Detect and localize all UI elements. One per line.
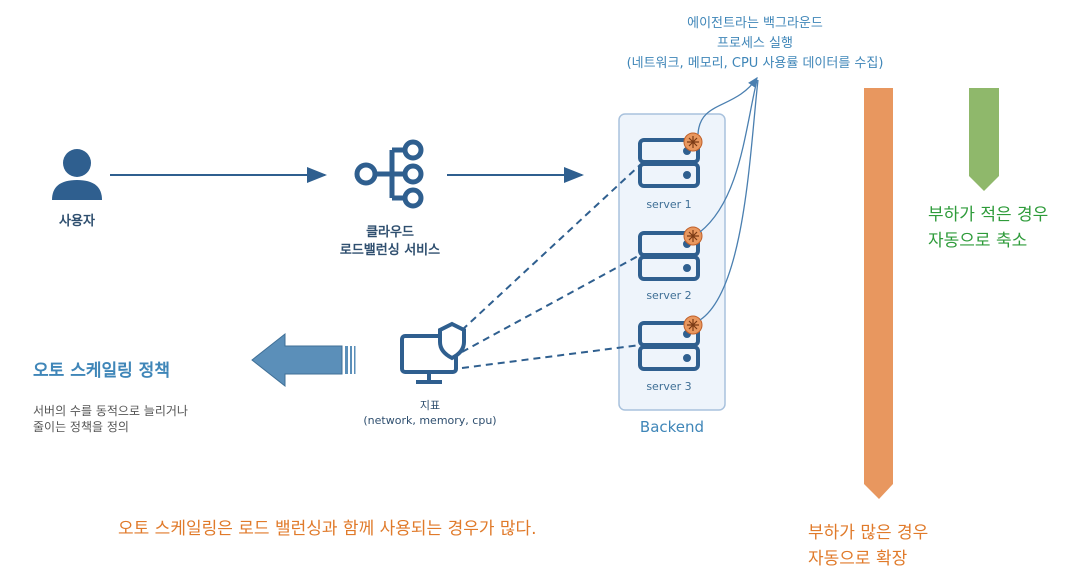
agent-badge-icon xyxy=(683,132,703,152)
metrics-label-line2: (network, memory, cpu) xyxy=(363,414,497,427)
agent-curve-2 xyxy=(699,79,758,233)
server-3-label: server 3 xyxy=(646,380,692,393)
load-balancer-icon xyxy=(354,139,424,209)
policy-desc-line1: 서버의 수를 동적으로 늘리거나 xyxy=(33,404,188,418)
backend-label: Backend xyxy=(639,418,705,436)
server-1-icon xyxy=(638,138,700,188)
scale-in-line1: 부하가 적은 경우 xyxy=(928,205,1049,225)
metric-line-1 xyxy=(461,164,641,331)
monitor-shield-icon xyxy=(400,321,466,384)
user-label: 사용자 xyxy=(59,214,95,229)
agent-note-line2: 프로세스 실행 xyxy=(717,36,793,51)
agent-note-line3: (네트워크, 메모리, CPU 사용률 데이터를 수집) xyxy=(626,56,884,71)
agent-badge-icon xyxy=(683,226,703,246)
footer-note: 오토 스케일링은 로드 밸런싱과 함께 사용되는 경우가 많다. xyxy=(118,519,537,539)
server-2-label: server 2 xyxy=(646,289,692,302)
scale-out-line2: 자동으로 확장 xyxy=(808,549,908,569)
metric-line-2 xyxy=(461,254,641,353)
metrics-label-line1: 지표 xyxy=(419,399,441,412)
scale-in-line2: 자동으로 축소 xyxy=(928,231,1028,251)
agent-badge-icon xyxy=(683,315,703,335)
backend-box xyxy=(618,113,726,411)
agent-note-line1: 에이전트라는 백그라운드 xyxy=(687,16,823,31)
policy-arrow-icon xyxy=(251,332,356,388)
server-3-icon xyxy=(638,321,700,371)
lb-label-line1: 클라우드 xyxy=(366,225,414,240)
agent-curve-3 xyxy=(699,79,759,321)
user-icon xyxy=(52,149,102,200)
server-1-label: server 1 xyxy=(646,198,692,211)
policy-desc-line2: 줄이는 정책을 정의 xyxy=(33,420,129,434)
policy-title: 오토 스케일링 정책 xyxy=(33,361,170,381)
scale-in-arrow xyxy=(969,88,999,191)
scale-out-line1: 부하가 많은 경우 xyxy=(808,523,929,543)
agent-curve-1 xyxy=(697,76,758,135)
lb-label-line2: 로드밸런싱 서비스 xyxy=(339,243,441,258)
metric-line-3 xyxy=(461,344,641,369)
scale-out-arrow xyxy=(864,88,893,499)
